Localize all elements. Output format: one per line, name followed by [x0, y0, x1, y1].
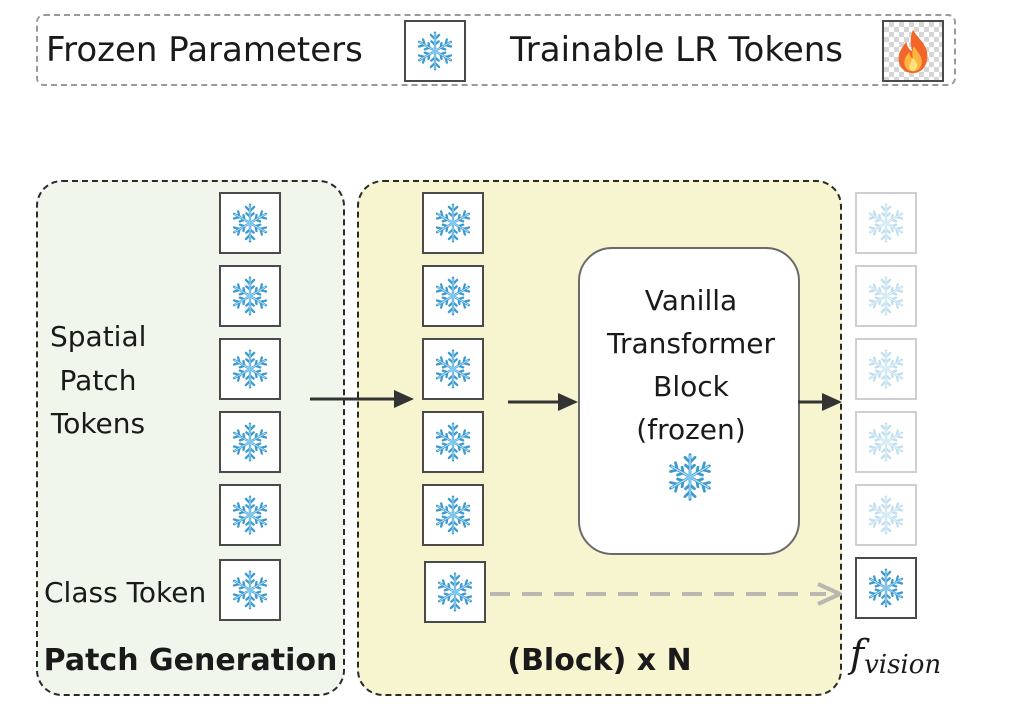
snowflake-icon — [227, 200, 273, 246]
transformer-label-line: (frozen) — [636, 413, 746, 446]
snowflake-icon — [432, 569, 478, 615]
f-vision-symbol: f — [850, 632, 865, 676]
spatial-label-line: Tokens — [50, 407, 146, 440]
fire-icon — [898, 29, 928, 74]
arrow — [310, 390, 414, 408]
patch-token — [219, 484, 281, 546]
block-token — [422, 338, 484, 400]
snowflake-icon — [227, 492, 273, 538]
snowflake-icon — [430, 492, 476, 538]
transformer-label-line: Vanilla — [644, 284, 738, 317]
snowflake-icon — [430, 346, 476, 392]
snowflake-icon — [863, 492, 909, 538]
patch-token — [219, 265, 281, 327]
class-token — [219, 559, 281, 621]
transformer-block: Vanilla Transformer Block (frozen) — [578, 247, 800, 555]
block-token — [422, 265, 484, 327]
output-token — [855, 192, 917, 254]
snowflake-icon — [227, 273, 273, 319]
block-class-token — [424, 561, 486, 623]
snowflake-icon — [227, 346, 273, 392]
class-token-label: Class Token — [44, 576, 207, 609]
f-vision-subscript: vision — [864, 650, 942, 680]
legend-trainable-token — [882, 20, 944, 82]
snowflake-icon — [412, 28, 458, 74]
dashed-arrow — [490, 582, 842, 606]
arrow — [798, 393, 842, 411]
block-token — [422, 484, 484, 546]
snowflake-icon — [430, 200, 476, 246]
snowflake-icon — [863, 273, 909, 319]
snowflake-icon — [430, 419, 476, 465]
output-token — [855, 411, 917, 473]
legend-trainable-label: Trainable LR Tokens — [510, 30, 843, 70]
output-token — [855, 484, 917, 546]
snowflake-icon — [863, 346, 909, 392]
f-vision-label: fvision — [850, 632, 941, 680]
patch-token — [219, 338, 281, 400]
output-token — [855, 265, 917, 327]
snowflake-icon — [863, 565, 909, 611]
spatial-label-line: Spatial — [50, 320, 147, 353]
snowflake-icon — [227, 419, 273, 465]
legend-frozen-token — [404, 20, 466, 82]
legend-frozen-label: Frozen Parameters — [46, 30, 363, 70]
arrow — [508, 393, 578, 411]
block-token — [422, 192, 484, 254]
transformer-label-line: Block — [653, 370, 729, 403]
block-title: (Block) x N — [507, 643, 692, 678]
output-token — [855, 338, 917, 400]
snowflake-icon — [227, 567, 273, 613]
snowflake-icon — [430, 273, 476, 319]
patch-token — [219, 192, 281, 254]
spatial-label-line: Patch — [59, 364, 137, 397]
block-token — [422, 411, 484, 473]
patch-generation-panel — [36, 180, 345, 696]
snowflake-icon — [863, 419, 909, 465]
legend-box — [36, 14, 956, 86]
patch-token — [219, 411, 281, 473]
output-class-token — [855, 557, 917, 619]
snowflake-icon — [863, 200, 909, 246]
transformer-label-line: Transformer — [606, 327, 775, 360]
patch-generation-title: Patch Generation — [43, 643, 338, 678]
snowflake-icon — [662, 449, 718, 505]
